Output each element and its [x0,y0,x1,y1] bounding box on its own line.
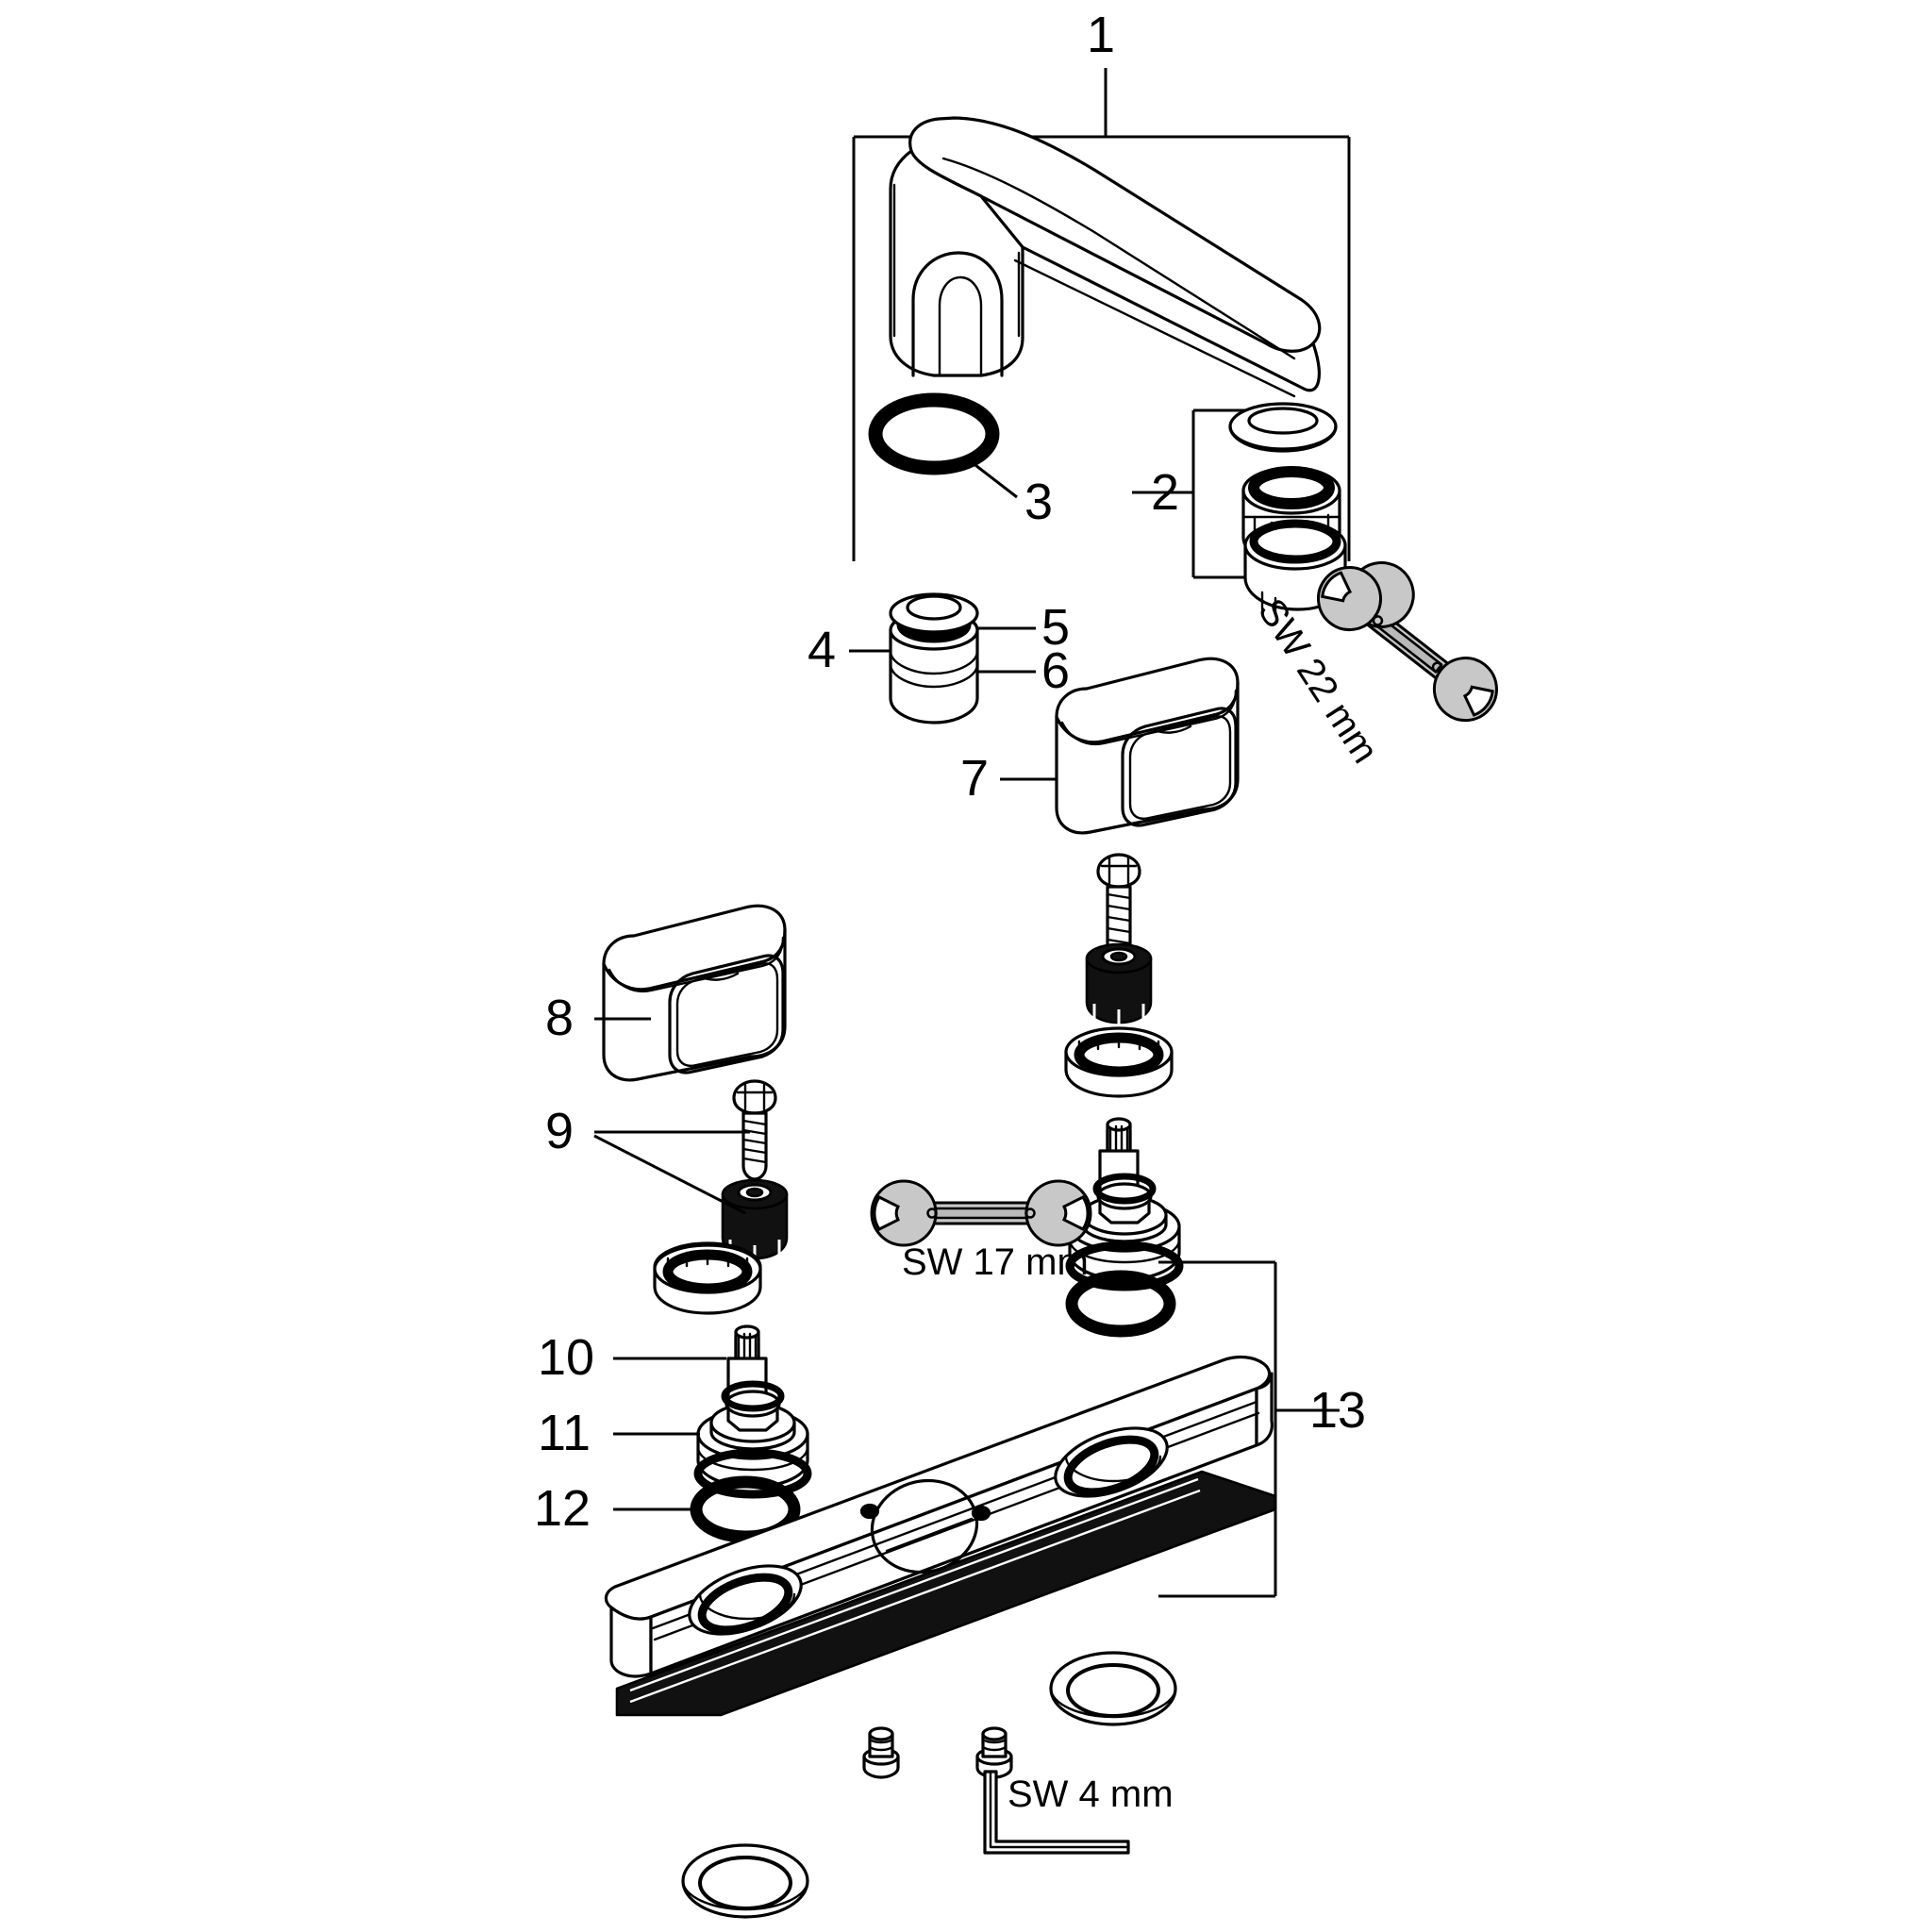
base-plate-hole-left [688,1564,803,1636]
part-label-4: 4 [808,622,837,678]
allen-key-4mm-icon [983,1770,1130,1855]
spline-ring-right [1064,1026,1174,1098]
part-label-6: 6 [1041,642,1071,699]
cartridge-valve-drawing [613,1380,812,1499]
base-plate-centre-opening [859,1478,991,1574]
cartridge-right [1065,1173,1184,1291]
handle-lever-left-drawing [594,904,787,1082]
grub-screw-right [975,1726,1013,1779]
part-label-1: 1 [1087,7,1116,63]
part-label-12: 12 [534,1480,591,1537]
handle-lever-right-drawing [1000,657,1240,835]
collar-nut-right [1085,942,1153,1024]
part-label-3: 3 [1024,474,1054,530]
part-label-10: 10 [538,1329,595,1386]
screw-left [732,1079,777,1181]
handle-fixing-set-left [593,1079,789,1260]
o-ring-right [1065,1270,1176,1338]
wrench-17mm-icon [870,1179,1092,1247]
spline-ring-left [653,1241,762,1315]
base-plate-gasket-frame [615,1470,1277,1717]
check-valve-drawing [849,592,1036,724]
part-label-5: 5 [1041,599,1071,656]
screw-right [1096,853,1141,958]
part-label-11: 11 [538,1405,591,1461]
part-label-13: 13 [1309,1382,1367,1439]
base-plate-assembly-drawing [604,1355,1277,1717]
flat-washer-right [1049,1651,1177,1726]
part-label-8: 8 [545,990,575,1046]
o-ring-spout-drawing [868,392,1018,499]
tool-label-sw4: SW 4 mm [1008,1774,1174,1815]
base-plate-hole-right [1054,1426,1169,1498]
grub-screw-left [862,1726,900,1779]
tool-label-sw17: SW 17 mm [902,1241,1089,1283]
part-label-7: 7 [960,750,990,807]
part-label-9: 9 [545,1103,575,1159]
part-label-2: 2 [1151,464,1180,521]
bracket-callout-13 [1158,1260,1340,1598]
spout-body-drawing [889,116,1322,398]
wrench-22mm-icon [1317,560,1498,723]
flat-washer-bottom [681,1843,809,1919]
